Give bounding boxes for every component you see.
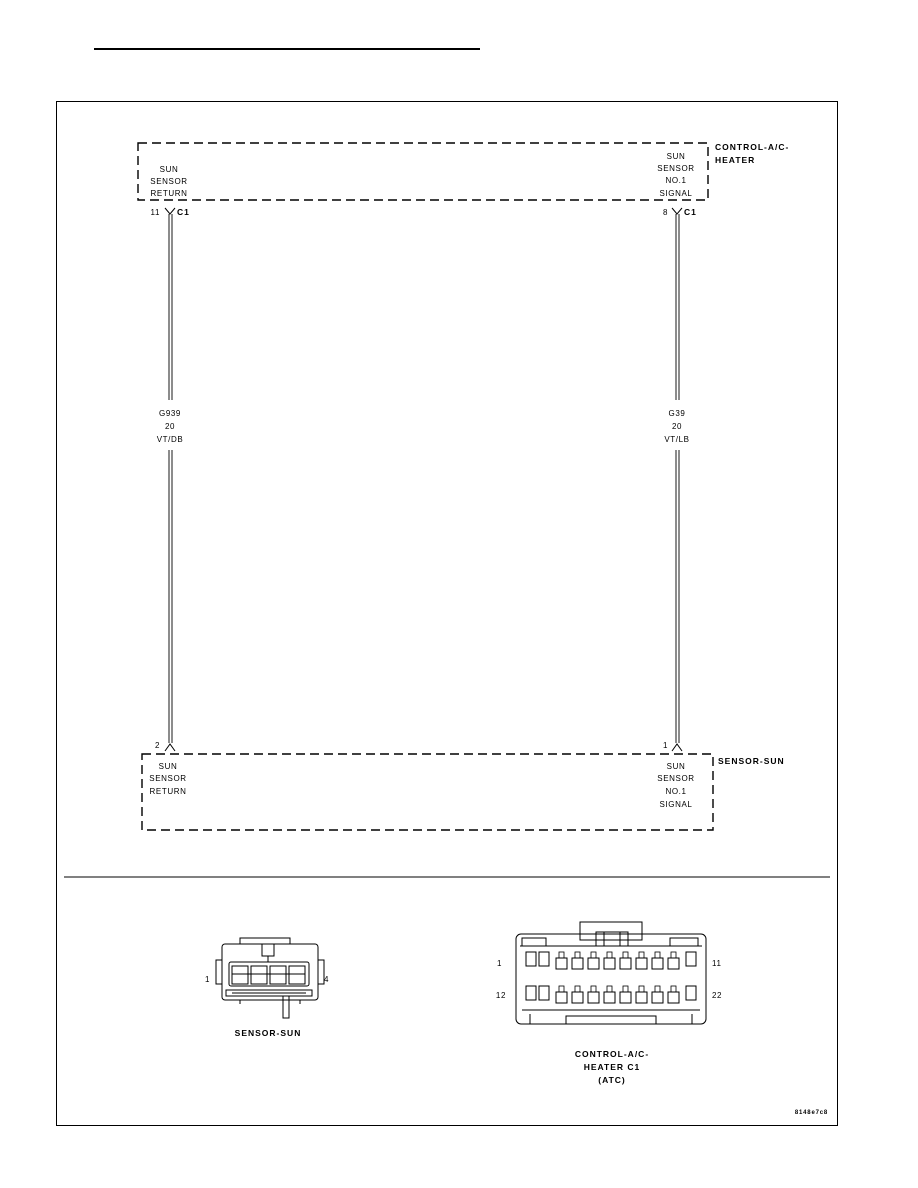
control-c1-connector-view — [515, 921, 707, 1025]
cavity-latch — [670, 985, 677, 993]
control-view-caption-line1: CONTROL-A/C- — [575, 1049, 649, 1059]
wire-circuit: G39 — [669, 409, 686, 418]
control-c1-cavities — [555, 951, 680, 1004]
wire-circuit: G939 — [159, 409, 181, 418]
cavity — [571, 991, 584, 1004]
connector-symbol — [671, 207, 683, 215]
wire-right — [675, 214, 680, 743]
cavity — [619, 957, 632, 970]
sensor-view-pin-right: 4 — [324, 975, 329, 984]
label-line: SUN — [667, 762, 686, 771]
label-line: SENSOR — [149, 774, 186, 783]
label-line: SUN — [159, 762, 178, 771]
cavity — [667, 957, 680, 970]
cavity-latch — [558, 951, 565, 959]
connector-symbol — [164, 743, 176, 752]
control-module-name-line2: HEATER — [715, 155, 755, 165]
control-left-pin-label: SUN SENSOR RETURN — [150, 165, 187, 198]
sensor-view-caption: SENSOR-SUN — [235, 1028, 302, 1038]
cavity-latch — [590, 951, 597, 959]
cavity — [603, 957, 616, 970]
sensor-left-pin-label: SUN SENSOR RETURN — [149, 762, 186, 796]
cavity-latch — [670, 951, 677, 959]
label-line: SENSOR — [657, 164, 694, 173]
cavity — [571, 957, 584, 970]
control-module-name-line1: CONTROL-A/C- — [715, 142, 789, 152]
cavity — [603, 991, 616, 1004]
cavity — [667, 991, 680, 1004]
wire-gauge: 20 — [672, 422, 682, 431]
diagram-frame — [56, 101, 838, 1126]
wire-left — [168, 214, 173, 743]
control-right-cavity: 8 — [663, 208, 668, 217]
sensor-box — [141, 753, 714, 831]
cavity — [651, 957, 664, 970]
cavity — [635, 957, 648, 970]
cavity — [619, 991, 632, 1004]
label-line: NO.1 — [665, 176, 686, 185]
control-view-caption-line3: (ATC) — [598, 1075, 626, 1085]
cavity-latch — [654, 951, 661, 959]
cavity-latch — [606, 951, 613, 959]
cavity-latch — [654, 985, 661, 993]
sensor-name: SENSOR-SUN — [718, 756, 785, 766]
connector-symbol — [164, 207, 176, 215]
control-left-cavity: 11 — [150, 208, 160, 217]
control-view-pin-top-left: 1 — [497, 959, 502, 968]
cavity-latch — [638, 985, 645, 993]
sensor-sun-connector-view — [215, 937, 325, 1019]
control-module-box — [137, 142, 709, 201]
cavity-latch — [622, 985, 629, 993]
wire-gauge: 20 — [165, 422, 175, 431]
cavity — [651, 991, 664, 1004]
cavity-latch — [638, 951, 645, 959]
cavity-latch — [590, 985, 597, 993]
label-line: RETURN — [151, 189, 188, 198]
label-line: SENSOR — [150, 177, 187, 186]
label-line: SUN — [667, 152, 686, 161]
wire-color: VT/DB — [157, 435, 184, 444]
control-right-connector: C1 — [684, 207, 697, 217]
header-rule — [94, 48, 480, 50]
control-view-pin-bottom-right: 22 — [712, 991, 722, 1000]
control-view-pin-top-right: 11 — [712, 959, 722, 968]
sensor-left-cavity: 2 — [155, 741, 160, 750]
control-view-caption-line2: HEATER C1 — [584, 1062, 641, 1072]
cavity-latch — [574, 951, 581, 959]
wire-left-label: G939 20 VT/DB — [157, 409, 184, 444]
sensor-view-pin-left: 1 — [205, 975, 210, 984]
control-left-connector: C1 — [177, 207, 190, 217]
label-line: SUN — [160, 165, 179, 174]
cavity-latch — [622, 951, 629, 959]
figure-id: 8148e7c8 — [795, 1110, 828, 1116]
cavity — [635, 991, 648, 1004]
cavity — [555, 991, 568, 1004]
wire-color: VT/LB — [664, 435, 689, 444]
label-line: SENSOR — [657, 774, 694, 783]
control-view-pin-bottom-left: 12 — [496, 991, 506, 1000]
cavity — [587, 991, 600, 1004]
cavity-latch — [574, 985, 581, 993]
sensor-right-cavity: 1 — [663, 741, 668, 750]
control-right-pin-label: SUN SENSOR NO.1 SIGNAL — [657, 152, 694, 198]
cavity-latch — [558, 985, 565, 993]
cavity-latch — [606, 985, 613, 993]
cavity — [555, 957, 568, 970]
cavity — [587, 957, 600, 970]
connector-symbol — [671, 743, 683, 752]
label-line: SIGNAL — [660, 800, 693, 809]
label-line: RETURN — [150, 787, 187, 796]
sensor-right-pin-label: SUN SENSOR NO.1 SIGNAL — [657, 762, 694, 809]
wire-right-label: G39 20 VT/LB — [664, 409, 689, 444]
label-line: NO.1 — [665, 787, 686, 796]
label-line: SIGNAL — [660, 189, 693, 198]
